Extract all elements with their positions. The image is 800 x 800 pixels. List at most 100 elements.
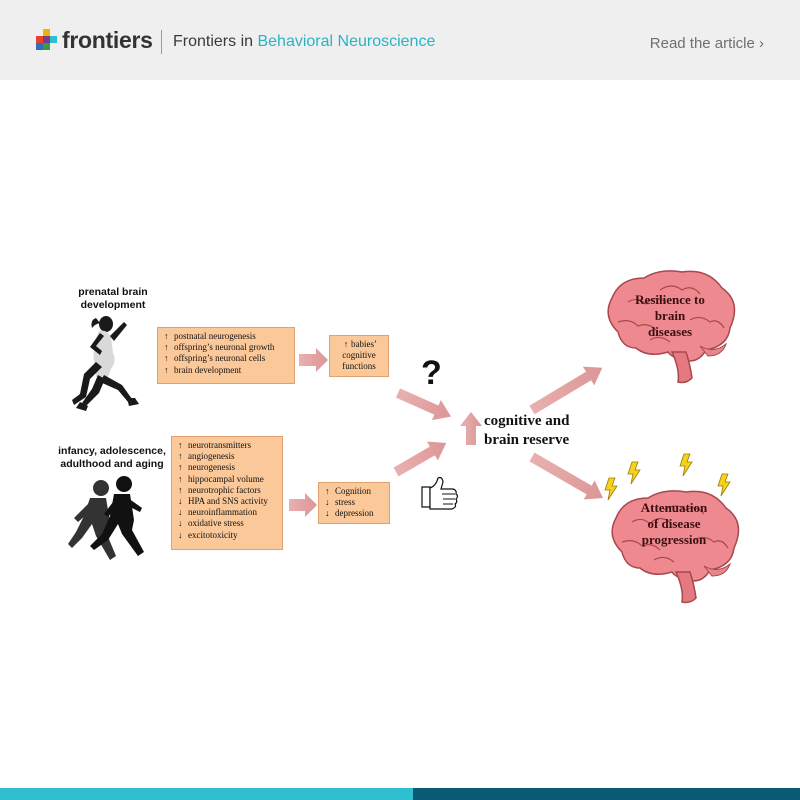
life-stage-label-line-2: adulthood and aging	[60, 458, 164, 470]
babies-line-2: cognitive	[342, 350, 376, 361]
life-effects-box: ↑ neurotransmitters ↑ angiogenesis ↑ neurogen…	[171, 436, 283, 550]
life-effect-row: ↑ hippocampal volume	[178, 474, 276, 485]
prenatal-effect-row: ↑brain development	[164, 365, 288, 376]
life-effect-row: ↓ neuroinflammation	[178, 507, 276, 518]
arrow-babies-to-reserve	[395, 388, 451, 421]
life-effect-row: ↓ excitotoxicity	[178, 530, 276, 541]
reserve-label: cognitive and brain reserve	[484, 412, 569, 450]
lightning-icon	[604, 453, 731, 501]
arrow-life-to-cognition	[289, 493, 317, 517]
runner-silhouette	[72, 316, 139, 411]
arrow-prenatal-to-babies	[299, 348, 328, 372]
header-bar: frontiers Frontiers in Behavioral Neuros…	[0, 0, 800, 80]
down-arrow-icon: ↓	[178, 529, 183, 540]
life-effect-text: neurotransmitters	[188, 440, 251, 450]
down-arrow-icon: ↓	[178, 496, 183, 507]
prenatal-effects-list: ↑ postnatal neurogenesis ↑ offspring’s neur…	[164, 331, 288, 376]
up-arrow-icon: ↑	[178, 440, 183, 450]
thumbs-up-icon	[421, 476, 459, 510]
life-effect-text: oxidative stress	[188, 518, 244, 529]
down-arrow-icon: ↓	[178, 518, 183, 529]
prenatal-effect-text: postnatal neurogenesis	[174, 331, 256, 341]
babies-cognitive-box: ↑babies’ cognitive functions	[329, 335, 389, 377]
attenuation-line-2: of disease	[647, 516, 701, 531]
prenatal-effect-row: ↑ offspring’s neuronal cells	[164, 353, 288, 364]
cognition-effect-row: ↓ depression	[325, 508, 383, 519]
cognition-effects-box: ↑ Cognition ↓ stress ↓ depression	[318, 482, 390, 524]
up-arrow-icon: ↑	[164, 331, 169, 341]
frontiers-logo-icon	[36, 29, 57, 50]
journal-name: Behavioral Neuroscience	[257, 33, 436, 50]
up-arrow-icon: ↑	[325, 486, 330, 496]
joggers-silhouette	[68, 476, 144, 560]
up-arrow-icon: ↑	[178, 451, 183, 462]
resilience-label: Resilience to brain diseases	[622, 292, 718, 340]
cognition-effects-list: ↑ Cognition ↓ stress ↓ depression	[325, 486, 383, 520]
babies-line-1: ↑babies’	[332, 339, 386, 350]
footer-stripe-left	[0, 788, 413, 800]
prenatal-effects-box: ↑ postnatal neurogenesis ↑ offspring’s neur…	[157, 327, 295, 384]
journal-title[interactable]: Frontiers in Behavioral Neuroscience	[173, 33, 435, 51]
arrow-reserve-to-resilience	[529, 366, 603, 415]
life-effect-row: ↑ neurogenesis	[178, 462, 276, 473]
cognition-effect-row: ↓ stress	[325, 497, 383, 508]
cognition-effect-text: Cognition	[335, 486, 372, 496]
life-effect-text: neurogenesis	[188, 462, 235, 473]
arrow-reserve-to-attenuation	[529, 452, 604, 500]
prenatal-effect-text: offspring’s neuronal cells	[174, 353, 266, 364]
cognition-effect-text: depression	[335, 508, 374, 519]
life-stage-label: infancy, adolescence, adulthood and agin…	[52, 445, 172, 471]
header-divider	[161, 30, 162, 54]
cognition-effect-text: stress	[335, 497, 355, 508]
cognition-effect-row: ↑ Cognition	[325, 486, 383, 497]
prenatal-effect-text: brain development	[174, 364, 242, 375]
attenuation-line-3: progression	[641, 532, 707, 547]
resilience-line-3: diseases	[647, 324, 693, 339]
life-effect-text: HPA and SNS activity	[188, 496, 268, 507]
life-effect-row: ↑ angiogenesis	[178, 451, 276, 462]
babies-line-3: functions	[342, 361, 376, 372]
up-arrow-icon: ↑	[164, 342, 169, 353]
brand-name[interactable]: frontiers	[62, 27, 153, 53]
up-arrow-icon: ↑	[178, 462, 183, 473]
brain-illustration-resilience	[607, 270, 736, 384]
arrow-cognition-to-reserve	[393, 441, 447, 477]
up-arrow-icon: ↑	[178, 473, 183, 484]
life-effect-row: ↑neurotrophic factors	[178, 485, 276, 496]
journal-prefix: Frontiers in	[173, 33, 258, 50]
life-effect-row: ↓ HPA and SNS activity	[178, 496, 276, 507]
prenatal-effect-text: offspring’s neuronal growth	[174, 342, 275, 353]
down-arrow-icon: ↓	[325, 497, 330, 508]
up-arrow-icon: ↑	[164, 353, 169, 364]
down-arrow-icon: ↓	[325, 508, 330, 519]
life-effect-text: hippocampal volume	[188, 473, 264, 484]
life-effects-list: ↑ neurotransmitters ↑ angiogenesis ↑ neurogen…	[178, 440, 276, 541]
up-arrow-icon: ↑	[178, 484, 183, 495]
up-arrow-icon: ↑	[343, 339, 349, 349]
life-effect-text: excitotoxicity	[188, 529, 238, 540]
resilience-line-2: brain	[654, 308, 686, 323]
prenatal-label: prenatal brain development	[58, 286, 168, 312]
life-effect-text: angiogenesis	[188, 451, 235, 462]
footer-stripe-right	[413, 788, 800, 800]
prenatal-label-line-2: development	[80, 299, 146, 311]
prenatal-label-line-1: prenatal brain	[78, 286, 148, 298]
resilience-line-1: Resilience to	[635, 292, 705, 307]
question-mark: ?	[421, 354, 442, 392]
attenuation-label: Attenuation of disease progression	[626, 500, 722, 548]
down-arrow-icon: ↓	[178, 507, 183, 518]
life-effect-row: ↓ oxidative stress	[178, 518, 276, 529]
life-effect-text: neuroinflammation	[188, 507, 257, 518]
prenatal-effect-row: ↑ offspring’s neuronal growth	[164, 342, 288, 353]
prenatal-effect-row: ↑ postnatal neurogenesis	[164, 331, 288, 342]
life-effect-row: ↑ neurotransmitters	[178, 440, 276, 451]
arrow-up-to-reserve	[460, 412, 482, 445]
read-article-link[interactable]: Read the article ›	[649, 35, 764, 52]
reserve-label-line-2: brain reserve	[484, 432, 570, 448]
brain-illustration-attenuation	[611, 490, 740, 604]
attenuation-line-1: Attenuation	[640, 500, 708, 515]
life-stage-label-line-1: infancy, adolescence,	[58, 445, 166, 457]
reserve-label-line-1: cognitive and	[484, 413, 570, 429]
